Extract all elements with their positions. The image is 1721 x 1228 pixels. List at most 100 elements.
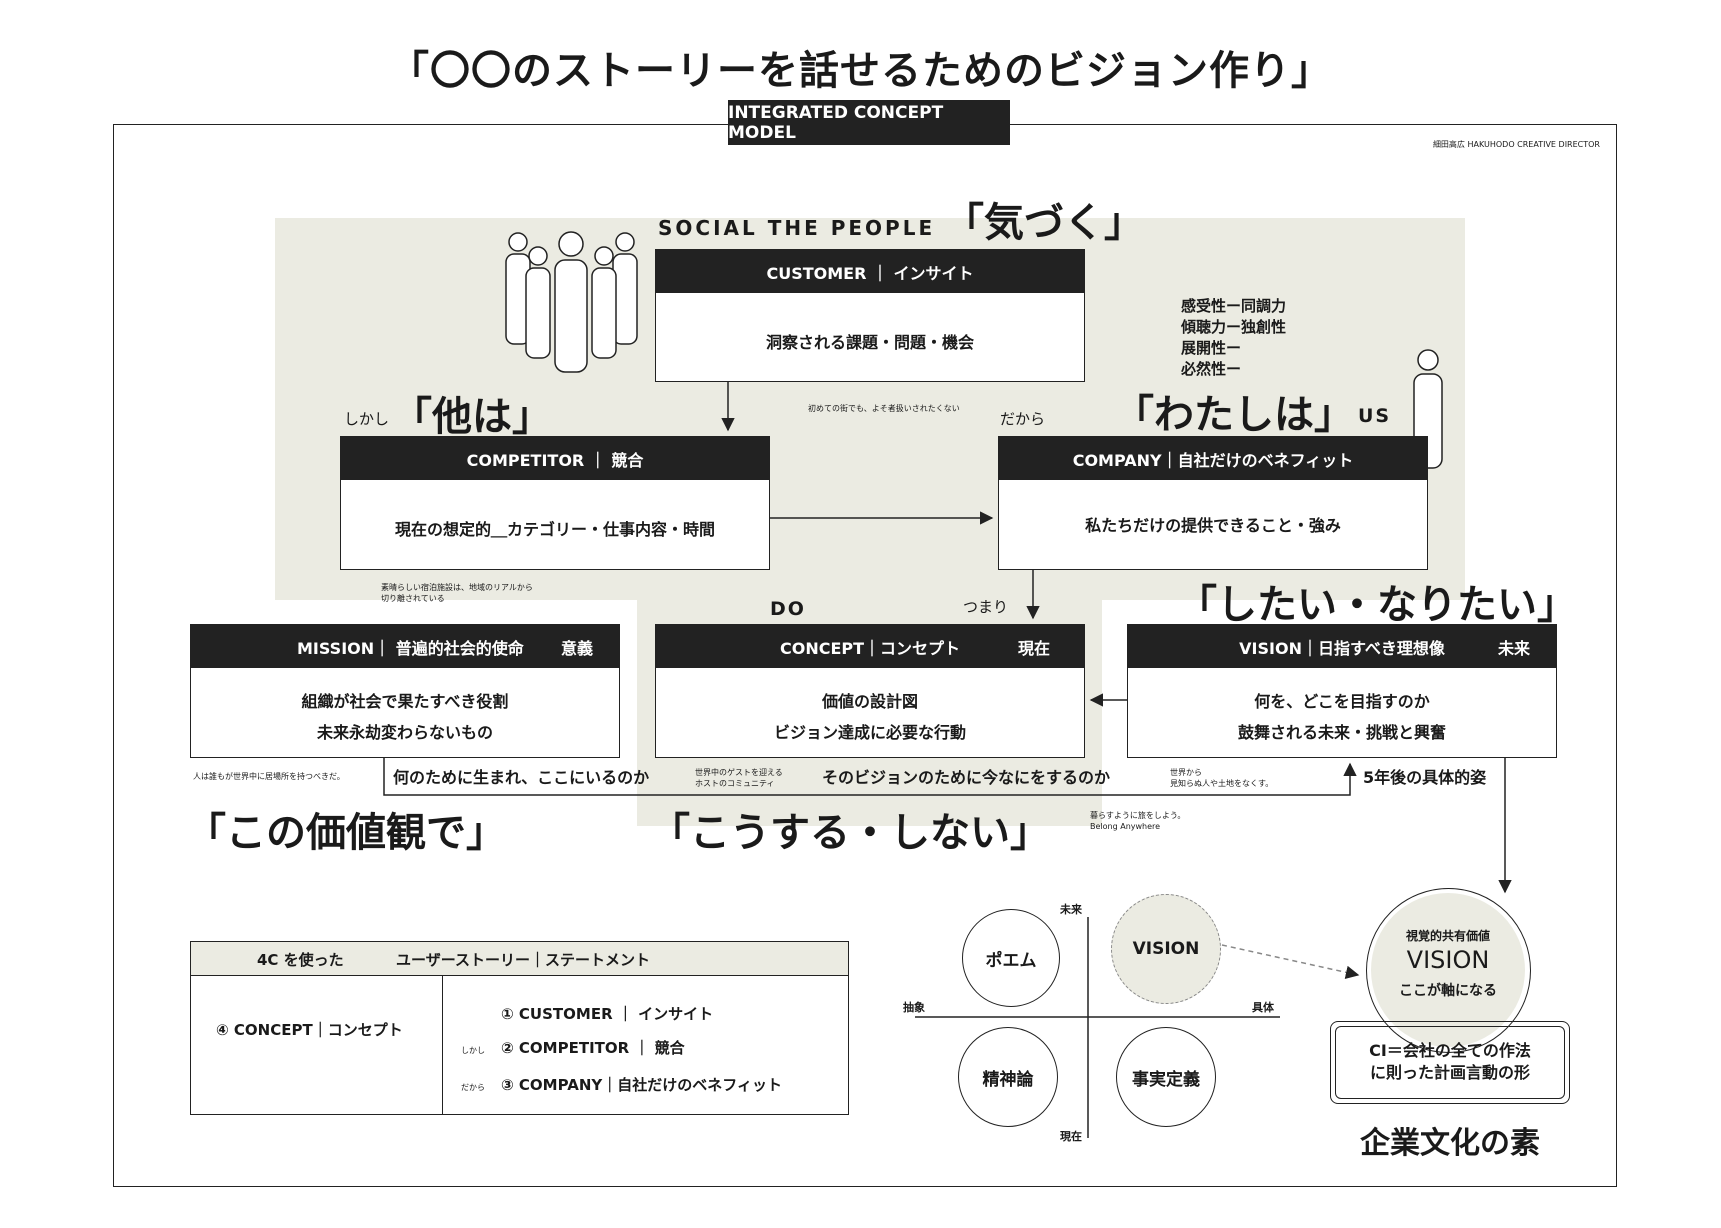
quality-item: 展開性ー [1181,339,1242,357]
shitai-heading: 「したい・なりたい」 [1177,582,1577,628]
mission-tag: 意義 [560,638,593,658]
table-row: しかし ② COMPETITOR ｜ 競合 [461,1031,782,1068]
competitor-box: COMPETITOR ｜ 競合 現在の想定的＿カテゴリー・仕事内容・時間 [340,436,770,570]
table-divider [442,975,443,1114]
vision-dashed-link [1221,944,1360,979]
kachikan-heading: 「この価値観で」 [186,810,506,856]
five-year-text: 5年後の具体的姿 [1363,768,1487,787]
axis-left-label: 抽象 [903,1001,925,1014]
vision-line: 鼓舞される未来・挑戦と興奮 [1237,723,1446,742]
note-line: 見知らぬ人や土地をなくす。 [1170,779,1274,788]
vision-header-label: VISION｜日指すべき理想像 [1239,638,1445,658]
kizuku-heading: 「気づく」 [944,200,1144,246]
tsumari-label: つまり [963,598,1009,616]
concept-header: CONCEPT｜コンセプト 現在 [656,625,1084,668]
row-text: ① CUSTOMER ｜ インサイト [501,1005,714,1023]
company-box: COMPANY｜自社だけのベネフィット 私たちだけの提供できること・強み [998,436,1428,570]
qualities-list: 感受性ー同調力 傾聴力ー独創性 展開性ー 必然性ー [1181,296,1286,380]
concept-body: 価値の設計図 ビジョン達成に必要な行動 [656,686,1084,748]
row-text: ② COMPETITOR ｜ 競合 [501,1039,685,1057]
table-header: 4C を使った ユーザーストーリー｜ステートメント [191,942,848,976]
shared-small: 視覚的共有価値 [1405,929,1490,943]
vision-header: VISION｜日指すべき理想像 未来 [1128,625,1556,668]
company-header: COMPANY｜自社だけのベネフィット [999,437,1427,480]
concept-line: ビジョン達成に必要な行動 [773,723,966,742]
row-prefix: だから [461,1083,485,1092]
others-heading: 「他は」 [392,394,552,440]
concept-line: 価値の設計図 [821,692,918,711]
ci-line: CI＝会社の全ての作法 [1369,1041,1531,1060]
company-body: 私たちだけの提供できること・強み [1085,516,1341,535]
quality-item: 傾聴力ー独創性 [1181,318,1287,336]
ci-inner: CI＝会社の全ての作法 に則った計画言動の形 [1335,1026,1565,1099]
row-prefix: しかし [461,1046,485,1055]
mission-line: 組織が社会で果たすべき役割 [301,692,509,711]
mission-body: 組織が社会で果たすべき役割 未来永劫変わらないもの [191,686,619,748]
concept-tag: 現在 [1017,638,1050,658]
concept-box: CONCEPT｜コンセプト 現在 価値の設計図 ビジョン達成に必要な行動 [655,624,1085,758]
vision-box: VISION｜日指すべき理想像 未来 何を、どこを目指すのか 鼓舞される未来・挑… [1127,624,1557,758]
jijitsu-circle: 事実定義 [1116,1027,1216,1127]
social-label: SOCIAL THE PEOPLE [658,216,936,240]
competitor-note: 素晴らしい宿泊施設は、地域のリアルから 切り離されている [381,582,533,604]
arrow-mission-to-vision [383,758,1357,796]
note-line: Belong Anywhere [1090,822,1161,831]
note-line: 世界から [1170,768,1202,777]
note-line: 暮らすように旅をしよう。 [1090,811,1186,820]
vision-note: 世界から 見知らぬ人や土地をなくす。 [1170,767,1273,789]
me-prefix: だから [1000,410,1046,428]
customer-header: CUSTOMER ｜ インサイト [656,250,1084,293]
table-header-right: ユーザーストーリー｜ステートメント [396,951,650,969]
note-line: 素晴らしい宿泊施設は、地域のリアルから [381,583,533,592]
table-row: ① CUSTOMER ｜ インサイト [461,997,782,1031]
page-title: 「〇〇のストーリーを話せるためのビジョン作り」 [389,48,1332,94]
vision-tag: 未来 [1497,638,1530,658]
customer-box: CUSTOMER ｜ インサイト 洞察される課題・問題・機会 [655,249,1085,382]
concept-note: 世界中のゲストを迎える ホストのコミュニティ [695,767,783,789]
shared-sub: ここが軸になる [1399,983,1497,999]
seishinron-circle: 精神論 [958,1027,1058,1127]
note-line: 切り離されている [381,594,445,603]
do-label: DO [770,598,806,620]
quality-item: 必然性ー [1181,360,1242,378]
others-prefix: しかし [344,410,390,428]
people-icon [505,231,638,373]
culture-label: 企業文化の素 [1360,1126,1540,1161]
note-line: 世界中のゲストを迎える [695,768,783,777]
shared-big: VISION [1406,946,1490,974]
model-label: INTEGRATED CONCEPT MODEL [728,100,1010,145]
mission-line: 未来永劫変わらないもの [316,723,493,742]
credit: 細田高広 HAKUHODO CREATIVE DIRECTOR [1432,140,1600,149]
customer-note: 初めての街でも、よそ者扱いされたくない [808,404,960,413]
mission-box: MISSION｜ 普遍的社会的使命 意義 組織が社会で果たすべき役割 未来永劫変… [190,624,620,758]
vision-action-text: そのビジョンのために今なにをするのか [822,768,1111,787]
vision-body: 何を、どこを目指すのか 鼓舞される未来・挑戦と興奮 [1128,686,1556,748]
competitor-body: 現在の想定的＿カテゴリー・仕事内容・時間 [394,520,715,539]
belong-note: 暮らすように旅をしよう。 Belong Anywhere [1090,810,1185,832]
axis-bottom-label: 現在 [1060,1130,1082,1143]
row-text: ③ COMPANY｜自社だけのベネフィット [501,1076,782,1094]
customer-body: 洞察される課題・問題・機会 [765,333,974,352]
why-here-text: 何のために生まれ、ここにいるのか [393,768,650,787]
table-row: だから ③ COMPANY｜自社だけのベネフィット [461,1068,782,1105]
competitor-header: COMPETITOR ｜ 競合 [341,437,769,480]
axis-right-label: 具体 [1252,1001,1274,1014]
mission-header: MISSION｜ 普遍的社会的使命 意義 [191,625,619,668]
mission-header-label: MISSION｜ 普遍的社会的使命 [297,638,524,658]
kousuru-heading: 「こうする・しない」 [650,810,1050,856]
poem-circle: ポエム [962,909,1060,1007]
axis-top-label: 未来 [1060,903,1082,916]
vision-quadrant-circle: VISION [1111,894,1221,1004]
me-heading: 「わたしは」 [1114,392,1354,438]
note-line: ホストのコミュニティ [695,779,775,788]
us-label: US [1358,405,1392,427]
user-story-table: 4C を使った ユーザーストーリー｜ステートメント ④ CONCEPT｜コンセプ… [190,941,849,1115]
ci-line: に則った計画言動の形 [1369,1063,1530,1082]
concept-header-label: CONCEPT｜コンセプト [779,638,961,658]
mission-note: 人は誰もが世界中に居場所を持つべきだ。 [193,772,345,781]
table-header-left: 4C を使った [257,951,344,969]
table-concept-cell: ④ CONCEPT｜コンセプト [216,1021,403,1039]
ci-box: CI＝会社の全ての作法 に則った計画言動の形 [1330,1021,1570,1104]
